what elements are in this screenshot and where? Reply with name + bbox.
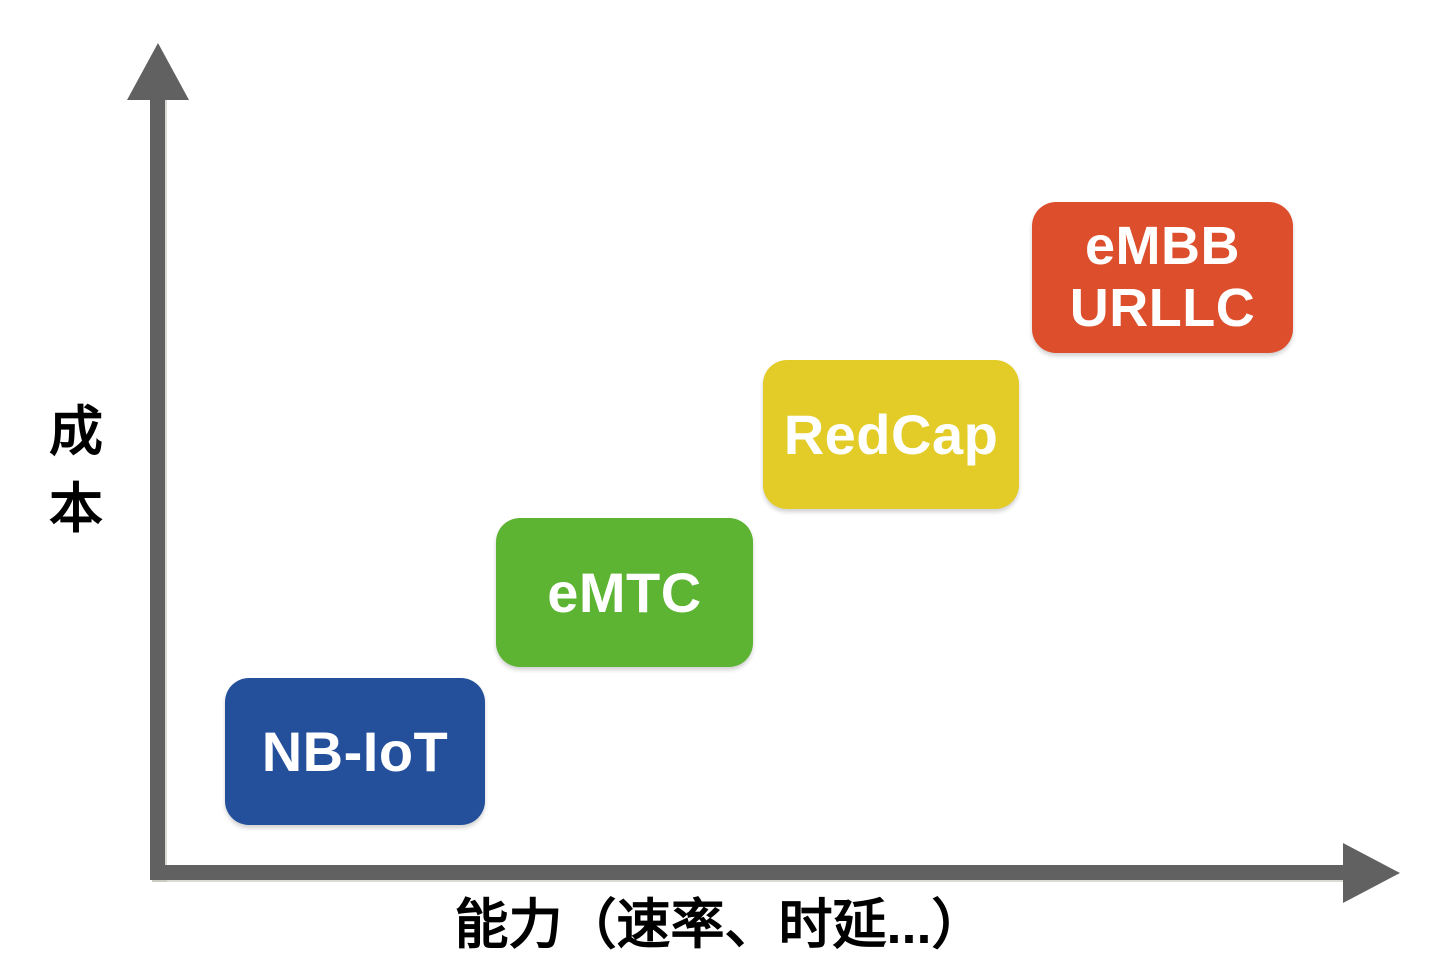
node-emtc-label: eMTC — [547, 560, 702, 624]
node-embb-urllc-label: eMBB URLLC — [1069, 215, 1256, 338]
x-axis-label: 能力（速率、时延...） — [454, 895, 986, 954]
node-emtc: eMTC — [496, 518, 753, 667]
node-nb-iot-label: NB-IoT — [261, 719, 449, 783]
x-axis-arrow-right-icon — [1343, 843, 1400, 903]
node-redcap: RedCap — [763, 360, 1019, 509]
node-nb-iot: NB-IoT — [225, 678, 485, 825]
node-embb-urllc: eMBB URLLC — [1032, 202, 1293, 353]
y-axis-label: 成本 — [49, 402, 103, 539]
y-axis-arrow-up-icon — [127, 43, 189, 100]
node-redcap-label: RedCap — [783, 402, 999, 466]
y-axis-line — [150, 97, 165, 880]
x-axis-line — [150, 865, 1346, 880]
